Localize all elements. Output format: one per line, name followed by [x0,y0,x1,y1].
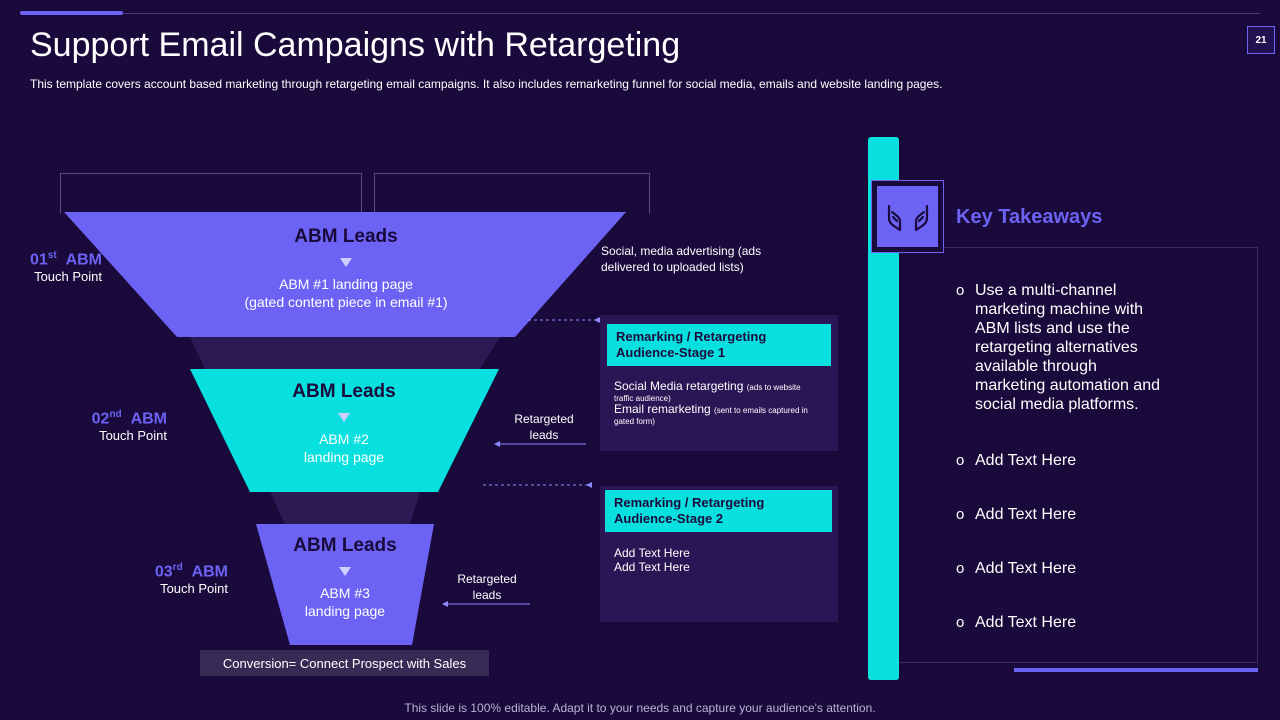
funnel-shadow-2 [270,492,420,524]
touch-point-2-label: ABM [130,410,167,428]
takeaways-accent-bar [1014,668,1258,672]
retargeted-1-line2: leads [529,428,559,442]
stage-1-head1: Remarking / Retargeting [616,329,767,344]
funnel-layer-3-line2: landing page [304,603,386,619]
retargeted-1-line1: Retargeted [514,412,574,426]
takeaway-item-4: o Add Text Here [956,559,1216,578]
touch-point-2-sup: nd [109,409,122,420]
touch-point-3-label: ABM [191,563,228,581]
slide-footer: This slide is 100% editable. Adapt it to… [404,701,876,715]
touch-point-3-sup: rd [172,562,183,573]
takeaways-title: Key Takeaways [956,206,1103,228]
down-triangle-icon [339,567,351,576]
touch-point-1-sub: Touch Point [34,269,102,285]
stage-1-body: Social Media retargeting (ads to website… [600,379,838,427]
retargeted-2-line2: leads [472,588,502,602]
bullet-icon: o [956,452,965,469]
touch-point-1-sup: st [47,250,57,261]
funnel-layer-3-shape [256,524,434,645]
takeaways-panel [899,247,1258,663]
funnel-layer-1-line2: (gated content piece in email #1) [244,294,448,310]
touch-point-3-num: 03 [154,563,173,581]
stage-1-box: Remarking / Retargeting Audience-Stage 1… [600,315,838,451]
bullet-icon: o [956,614,965,631]
funnel-layer-2-line1: ABM #2 [319,431,369,447]
funnel-layer-1-shape [64,212,626,337]
funnel-layer-1-line1: ABM #1 landing page [279,276,413,292]
bullet-icon: o [956,560,965,577]
retargeted-arrowhead-2 [442,601,448,607]
stage-1-b-main: Email remarketing [614,402,715,416]
funnel-layer-3: ABM Leads ABM #3 landing page [270,535,420,620]
takeaway-item-3-text: Add Text Here [975,506,1077,523]
stage-1-b-small1: (sent to emails captured in [714,406,808,415]
takeaway-item-5: o Add Text Here [956,613,1216,632]
funnel-layer-3-heading: ABM Leads [293,535,397,556]
stage-1-a-small1: (ads to website [746,383,801,392]
funnel-layer-2-line2: landing page [303,449,385,465]
social-note-line1: Social, media advertising (ads [601,244,762,258]
top-accent-bar [20,11,123,15]
slide-title: Support Email Campaigns with Retargeting [30,26,681,64]
stage-2-body: Add Text Here Add Text Here [600,546,838,574]
takeaway-item-2-text: Add Text Here [975,452,1077,469]
connector-arrowhead-2 [586,482,592,488]
retargeted-label-1: Retargeted leads [494,411,594,443]
takeaway-item-3: o Add Text Here [956,505,1216,524]
funnel-layer-2-shape [190,369,499,492]
connector-arrowhead-1 [594,317,600,323]
stage-2-head1: Remarking / Retargeting [614,495,765,510]
funnel-bracket-right [374,173,650,214]
touch-point-1-num: 01 [29,251,48,269]
retargeted-2-line1: Retargeted [457,572,517,586]
stage-1-a-small2: traffic audience) [614,394,671,403]
touch-point-3-sub: Touch Point [160,581,228,597]
stage-2-line2: Add Text Here [614,560,690,574]
touch-point-1: 01st ABM Touch Point [30,250,102,284]
stage-1-header: Remarking / Retargeting Audience-Stage 1 [607,324,831,366]
takeaway-item-1-text: Use a multi-channel marketing machine wi… [975,282,1160,413]
top-divider [20,13,1260,14]
stage-2-line1: Add Text Here [614,546,690,560]
retargeted-arrowhead-1 [494,441,500,447]
funnel-bracket-left [60,173,362,214]
funnel-layer-2: ABM Leads ABM #2 landing page [250,381,438,466]
funnel-layer-1: ABM Leads ABM #1 landing page (gated con… [177,226,515,311]
social-media-note: Social, media advertising (ads delivered… [601,243,761,275]
retargeted-label-2: Retargeted leads [437,571,537,603]
takeaway-item-1: o Use a multi-channel marketing machine … [956,281,1161,414]
stage-2-head2: Audience-Stage 2 [614,511,724,526]
funnel-shadow-1 [190,337,500,369]
down-triangle-icon [340,258,352,267]
stage-2-header: Remarking / Retargeting Audience-Stage 2 [605,490,832,532]
stage-2-box: Remarking / Retargeting Audience-Stage 2… [600,486,838,622]
page-number: 21 [1247,26,1275,54]
takeaway-item-2: o Add Text Here [956,451,1216,470]
funnel-layer-2-heading: ABM Leads [292,381,396,402]
slide-subtitle: This template covers account based marke… [30,77,943,91]
funnel-layer-1-heading: ABM Leads [294,226,398,247]
touch-point-2: 02nd ABM Touch Point [92,409,167,443]
down-triangle-icon [338,413,350,422]
touch-point-3: 03rd ABM Touch Point [155,562,228,596]
takeaway-item-4-text: Add Text Here [975,560,1077,577]
stage-1-b-small2: gated form) [614,417,655,426]
touch-point-2-sub: Touch Point [99,428,167,444]
bullet-icon: o [956,282,965,299]
hands-icon-svg [887,204,928,231]
bullet-icon: o [956,506,965,523]
hands-icon [877,186,938,247]
takeaway-item-5-text: Add Text Here [975,614,1077,631]
touch-point-2-num: 02 [91,410,110,428]
funnel-layer-3-line1: ABM #3 [320,585,370,601]
conversion-box: Conversion= Connect Prospect with Sales [200,650,489,676]
social-note-line2: delivered to uploaded lists) [601,260,744,274]
stage-1-head2: Audience-Stage 1 [616,345,726,360]
stage-1-a-main: Social Media retargeting [614,379,747,393]
touch-point-1-label: ABM [65,251,102,269]
